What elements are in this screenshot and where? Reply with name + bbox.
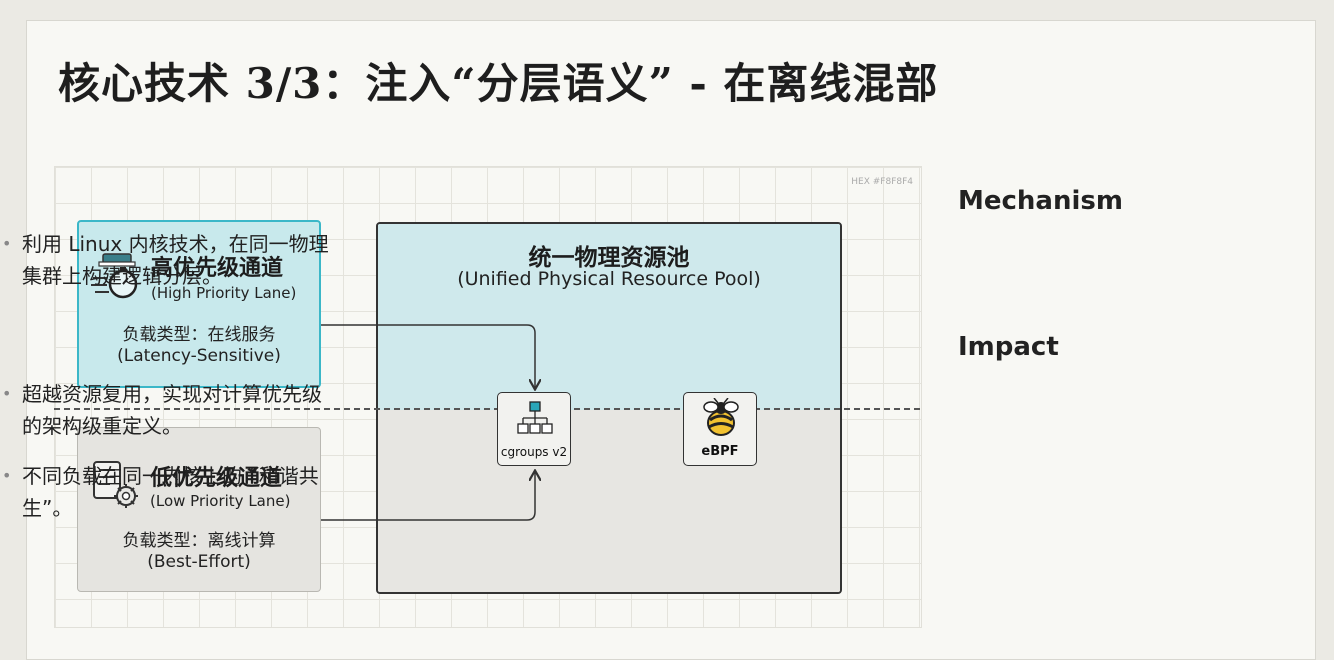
cgroups-label: cgroups v2: [500, 445, 568, 459]
impact-bullet-1-text: 超越资源复用，实现对计算优先级的架构级重定义。: [22, 382, 322, 438]
high-lane-subtitle: (High Priority Lane): [151, 284, 297, 302]
low-lane-type: 负载类型：离线计算: [122, 531, 276, 551]
impact-bullet-1: • 超越资源复用，实现对计算优先级的架构级重定义。: [0, 378, 340, 442]
high-priority-lane: 高优先级通道 (High Priority Lane) 负载类型：在线服务 (L…: [77, 220, 321, 388]
impact-bullet-2-text: 不同负载在同一内核上的 “和谐共生”。: [22, 464, 319, 520]
ebpf-node: eBPF: [683, 392, 757, 466]
low-lane-subtitle: (Low Priority Lane): [150, 492, 291, 510]
mechanism-bullet: • 利用 Linux 内核技术，在同一物理集群上构建逻辑分层。: [0, 228, 340, 292]
mechanism-bullet-text: 利用 Linux 内核技术，在同一物理集群上构建逻辑分层。: [22, 232, 329, 288]
resource-pool: 统一物理资源池 (Unified Physical Resource Pool): [376, 222, 842, 594]
high-lane-type: 负载类型：在线服务: [122, 325, 276, 345]
priority-divider: [54, 408, 920, 410]
high-lane-title: 高优先级通道: [151, 256, 284, 281]
low-priority-lane: 低优先级通道 (Low Priority Lane) 负载类型：离线计算 (Be…: [77, 427, 321, 592]
bullet-dot: •: [2, 234, 12, 253]
impact-bullet-2: • 不同负载在同一内核上的 “和谐共生”。: [0, 460, 340, 524]
mechanism-heading: Mechanism: [958, 186, 1123, 216]
cgroups-node: cgroups v2: [497, 392, 571, 466]
pool-title: 统一物理资源池: [528, 245, 690, 271]
server-gear-icon: [93, 461, 138, 508]
impact-heading: Impact: [958, 332, 1059, 362]
pool-low-zone: [378, 410, 840, 592]
hierarchy-icon: [517, 401, 553, 434]
bullet-dot: •: [2, 384, 12, 403]
ebpf-label: eBPF: [701, 444, 739, 459]
stopwatch-lane-icon: [91, 253, 138, 299]
bullet-dot: •: [2, 466, 12, 485]
low-lane-type-en: (Best-Effort): [147, 552, 251, 572]
high-lane-type-en: (Latency-Sensitive): [117, 346, 281, 366]
page-title: 核心技术 3/3：注入“分层语义” - 在离线混部: [58, 59, 939, 108]
low-lane-title: 低优先级通道: [150, 466, 283, 491]
pool-subtitle: (Unified Physical Resource Pool): [457, 268, 761, 290]
hex-label: HEX #F8F8F4: [851, 177, 913, 187]
bee-icon: [703, 398, 739, 436]
